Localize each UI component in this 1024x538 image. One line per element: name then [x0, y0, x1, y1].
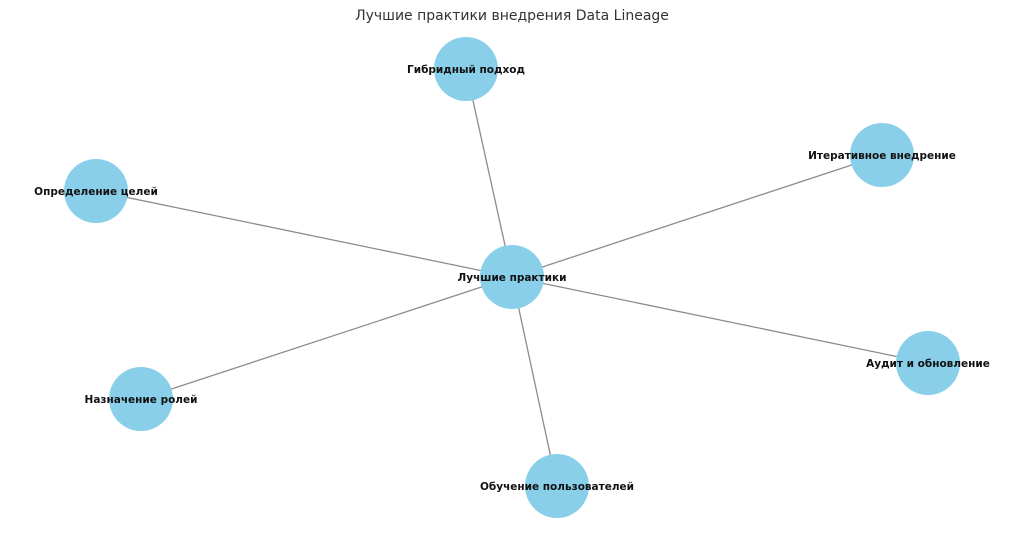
diagram-title: Лучшие практики внедрения Data Lineage: [355, 8, 669, 24]
node-label-iterative: Итеративное внедрение: [808, 150, 956, 162]
node-label-goals: Определение целей: [34, 186, 158, 198]
node-circle-goals: [64, 159, 128, 223]
node-circle-center: [480, 245, 544, 309]
node-circle-audit: [896, 331, 960, 395]
node-circle-training: [525, 454, 589, 518]
nodes-group: Лучшие практики Гибридный подходИтеративн…: [34, 37, 990, 518]
edge-center-goals: [95, 190, 513, 278]
node-label-center: Лучшие практики: [458, 272, 567, 284]
node-label-hybrid: Гибридный подход: [407, 64, 525, 76]
node-label-training: Обучение пользователей: [480, 481, 634, 493]
edge-center-hybrid: [465, 68, 513, 278]
node-label-audit: Аудит и обновление: [866, 358, 990, 370]
node-circle-iterative: [850, 123, 914, 187]
edge-center-roles: [140, 276, 513, 400]
node-center: Лучшие практики: [458, 245, 567, 309]
node-roles: Назначение ролей: [85, 367, 198, 431]
edge-center-training: [511, 276, 558, 487]
node-circle-roles: [109, 367, 173, 431]
node-goals: Определение целей: [34, 159, 158, 223]
edge-center-audit: [511, 276, 929, 364]
node-training: Обучение пользователей: [480, 454, 634, 518]
edge-center-iterative: [511, 154, 883, 278]
edges-group: [95, 68, 929, 487]
node-audit: Аудит и обновление: [866, 331, 990, 395]
node-label-roles: Назначение ролей: [85, 394, 198, 406]
node-hybrid: Гибридный подход: [407, 37, 525, 101]
node-iterative: Итеративное внедрение: [808, 123, 956, 187]
node-circle-hybrid: [434, 37, 498, 101]
